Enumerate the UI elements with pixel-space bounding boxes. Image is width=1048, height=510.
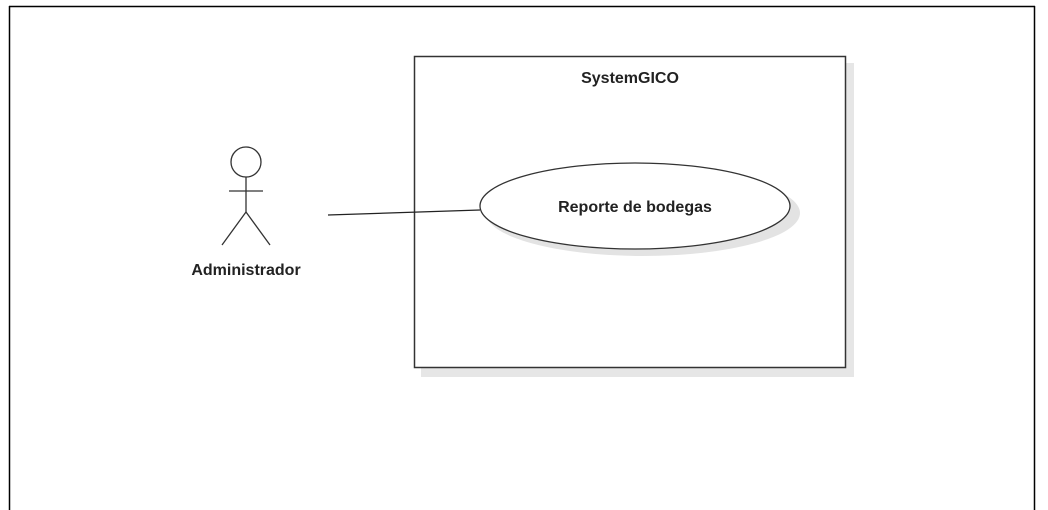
actor-stick-figure-icon <box>221 146 271 246</box>
system-title: SystemGICO <box>581 70 679 87</box>
use-case-ellipse <box>479 162 791 250</box>
use-case-label: Reporte de bodegas <box>558 199 712 216</box>
use-case-reporte-de-bodegas[interactable]: Reporte de bodegas <box>479 162 800 256</box>
actor-administrador[interactable]: Administrador <box>191 146 301 279</box>
actor-label: Administrador <box>191 262 300 279</box>
association-line[interactable] <box>327 209 481 216</box>
